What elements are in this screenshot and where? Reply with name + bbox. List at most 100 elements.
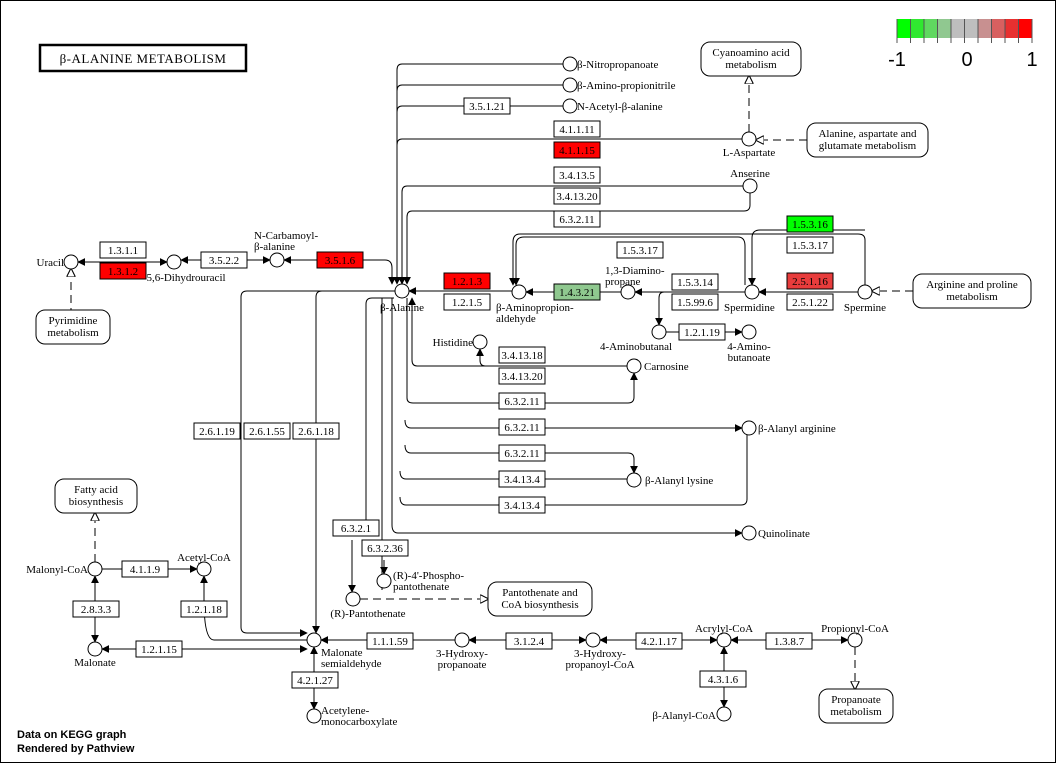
compound-node[interactable]	[741, 420, 757, 436]
enzyme-1-2-1-15[interactable]: 1.2.1.15	[135, 640, 183, 658]
compound-node[interactable]	[394, 283, 410, 299]
enzyme-2-6-1-19[interactable]: 2.6.1.19	[193, 422, 241, 440]
enzyme-2-5-1-16[interactable]: 2.5.1.16	[786, 272, 834, 290]
compound-c4[interactable]: L-Aspartate	[723, 131, 776, 159]
enzyme-1-3-8-7[interactable]: 1.3.8.7	[765, 632, 813, 650]
enzyme-3-4-13-20[interactable]: 3.4.13.20	[498, 367, 546, 385]
enzyme-box[interactable]	[786, 215, 834, 233]
enzyme-1-1-1-59[interactable]: 1.1.1.59	[366, 632, 414, 650]
compound-node[interactable]	[847, 632, 863, 648]
enzyme-4-1-1-15[interactable]: 4.1.1.15	[553, 141, 601, 159]
enzyme-box[interactable]	[366, 632, 414, 650]
enzyme-box[interactable]	[291, 671, 339, 689]
enzyme-box[interactable]	[505, 632, 553, 650]
compound-node[interactable]	[306, 708, 322, 724]
enzyme-4-1-1-9[interactable]: 4.1.1.9	[121, 560, 169, 578]
enzyme-4-2-1-27[interactable]: 4.2.1.27	[291, 671, 339, 689]
enzyme-1-5-3-17[interactable]: 1.5.3.17	[616, 241, 664, 259]
enzyme-box[interactable]	[553, 166, 601, 184]
enzyme-3-1-2-4[interactable]: 3.1.2.4	[505, 632, 553, 650]
compound-c28[interactable]: 3-Hydroxy-propanoyl-CoA	[565, 632, 635, 671]
compound-c5[interactable]: Anserine	[730, 168, 770, 194]
enzyme-1-2-1-5[interactable]: 1.2.1.5	[443, 293, 491, 311]
compound-node[interactable]	[626, 358, 642, 374]
compound-c7[interactable]: 5,6-Dihydrouracil	[146, 254, 226, 284]
compound-node[interactable]	[741, 131, 757, 147]
enzyme-box[interactable]	[671, 293, 719, 311]
compound-node[interactable]	[562, 77, 578, 93]
compound-c21[interactable]: Malonyl-CoA	[26, 561, 103, 577]
compound-node[interactable]	[166, 254, 182, 270]
compound-c23[interactable]: Malonate	[74, 641, 116, 669]
enzyme-box[interactable]	[99, 262, 147, 280]
compound-node[interactable]	[196, 561, 212, 577]
enzyme-box[interactable]	[498, 346, 546, 364]
enzyme-6-3-2-11[interactable]: 6.3.2.11	[498, 444, 546, 462]
enzyme-2-6-1-55[interactable]: 2.6.1.55	[243, 422, 291, 440]
compound-node[interactable]	[585, 632, 601, 648]
compound-node[interactable]	[269, 252, 285, 268]
compound-c24[interactable]: (R)-4'-Phospho-pantothenate	[376, 570, 464, 593]
enzyme-box[interactable]	[498, 496, 546, 514]
enzyme-box[interactable]	[765, 632, 813, 650]
enzyme-6-3-2-11[interactable]: 6.3.2.11	[553, 210, 601, 228]
compound-node[interactable]	[741, 324, 757, 340]
enzyme-box[interactable]	[463, 97, 511, 115]
enzyme-box[interactable]	[553, 120, 601, 138]
compound-node[interactable]	[562, 98, 578, 114]
enzyme-4-2-1-17[interactable]: 4.2.1.17	[635, 632, 683, 650]
compound-c17[interactable]: Carnosine	[626, 358, 689, 374]
enzyme-box[interactable]	[616, 241, 664, 259]
compound-c12[interactable]: Spermidine	[724, 284, 775, 314]
compound-c22[interactable]: Acetyl-CoA	[177, 552, 231, 577]
compound-node[interactable]	[376, 573, 392, 589]
enzyme-2-8-3-3[interactable]: 2.8.3.3	[72, 600, 120, 618]
enzyme-3-4-13-20[interactable]: 3.4.13.20	[553, 187, 601, 205]
compound-c14[interactable]: 4-Aminobutanal	[600, 324, 672, 353]
compound-c27[interactable]: 3-Hydroxy-propanoate	[436, 632, 488, 671]
enzyme-3-5-2-2[interactable]: 3.5.2.2	[200, 251, 248, 269]
enzyme-6-3-2-11[interactable]: 6.3.2.11	[498, 392, 546, 410]
compound-c9[interactable]: β-Alanine	[380, 283, 424, 314]
compound-node[interactable]	[454, 632, 470, 648]
compound-node[interactable]	[511, 284, 527, 300]
enzyme-1-5-99-6[interactable]: 1.5.99.6	[671, 293, 719, 311]
compound-c11[interactable]: 1,3-Diamino-propane	[605, 265, 665, 300]
enzyme-box[interactable]	[292, 422, 340, 440]
compound-node[interactable]	[87, 561, 103, 577]
compound-node[interactable]	[472, 334, 488, 350]
enzyme-1-5-3-17[interactable]: 1.5.3.17	[786, 236, 834, 254]
enzyme-6-3-2-1[interactable]: 6.3.2.1	[332, 519, 380, 537]
enzyme-box[interactable]	[498, 470, 546, 488]
compound-node[interactable]	[306, 632, 322, 648]
enzyme-3-4-13-18[interactable]: 3.4.13.18	[498, 346, 546, 364]
enzyme-3-4-13-4[interactable]: 3.4.13.4	[498, 470, 546, 488]
enzyme-box[interactable]	[135, 640, 183, 658]
compound-c8[interactable]: N-Carbamoyl-β-alanine	[254, 230, 318, 268]
enzyme-1-2-1-18[interactable]: 1.2.1.18	[180, 600, 228, 618]
compound-c16[interactable]: Histidine	[433, 334, 488, 350]
enzyme-3-4-13-4[interactable]: 3.4.13.4	[498, 496, 546, 514]
compound-node[interactable]	[716, 706, 732, 722]
compound-c6[interactable]: Uracil	[37, 254, 79, 270]
enzyme-box[interactable]	[498, 392, 546, 410]
compound-c29[interactable]: Acrylyl-CoA	[695, 623, 753, 648]
compound-node[interactable]	[87, 641, 103, 657]
enzyme-box[interactable]	[498, 418, 546, 436]
compound-c2[interactable]: β-Amino-propionitrile	[562, 77, 676, 93]
compound-c3[interactable]: N-Acetyl-β-alanine	[562, 98, 663, 114]
enzyme-1-4-3-21[interactable]: 1.4.3.21	[553, 283, 601, 301]
enzyme-box[interactable]	[361, 539, 409, 557]
enzyme-1-5-3-16[interactable]: 1.5.3.16	[786, 215, 834, 233]
compound-c20[interactable]: Quinolinate	[741, 525, 810, 541]
compound-c1[interactable]: β-Nitropropanoate	[562, 56, 658, 72]
enzyme-4-1-1-11[interactable]: 4.1.1.11	[553, 120, 601, 138]
compound-node[interactable]	[626, 472, 642, 488]
enzyme-box[interactable]	[498, 444, 546, 462]
compound-node[interactable]	[651, 324, 667, 340]
enzyme-box[interactable]	[72, 600, 120, 618]
enzyme-box[interactable]	[553, 210, 601, 228]
